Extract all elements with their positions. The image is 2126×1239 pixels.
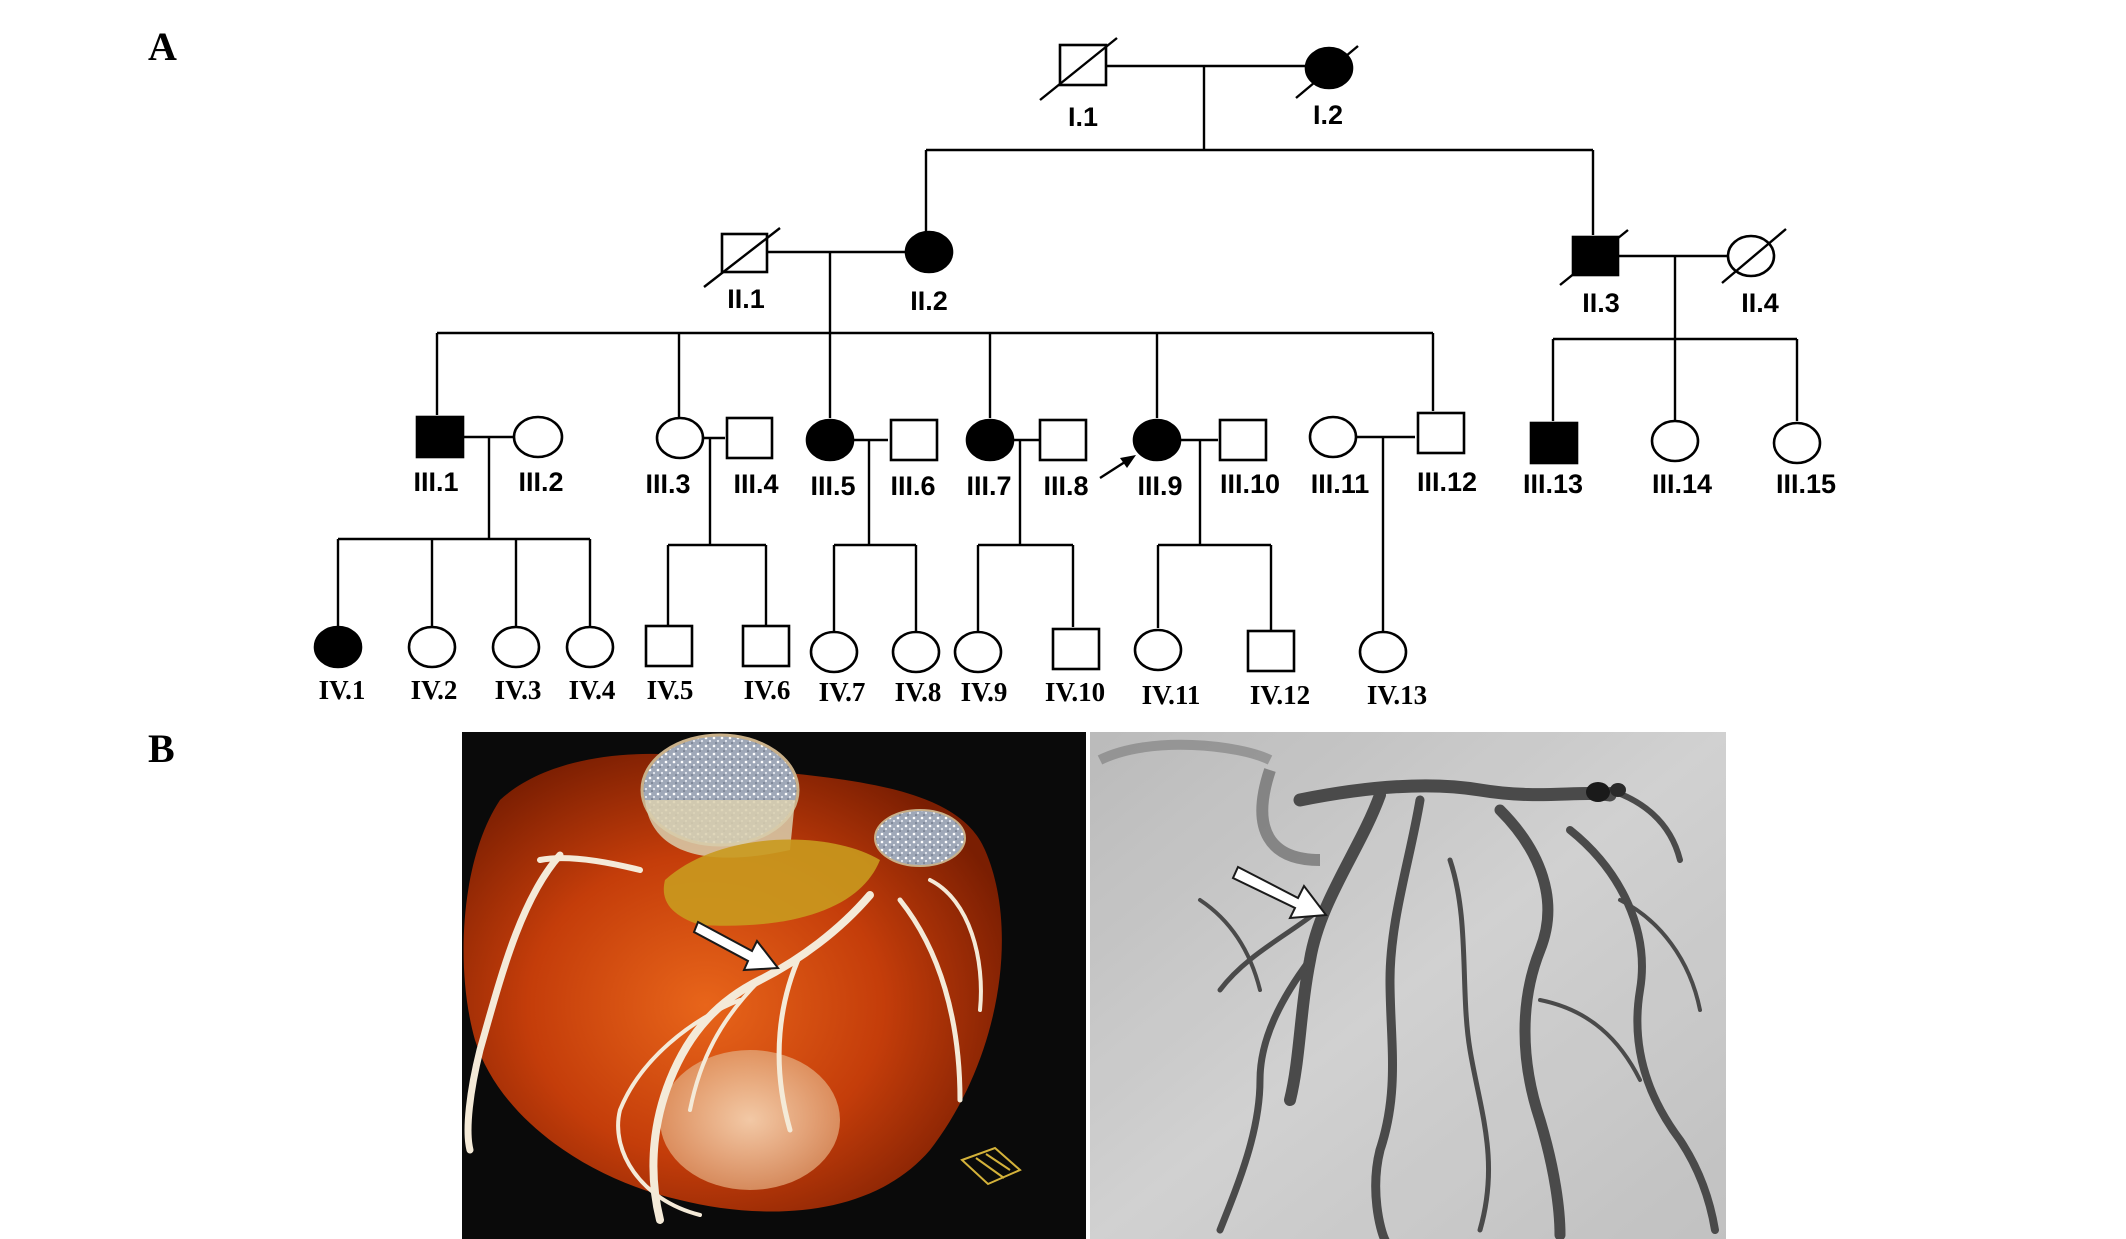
label-III.9: III.9 (1137, 471, 1182, 501)
label-IV.1: IV.1 (319, 675, 366, 705)
symbol-II.2 (904, 230, 954, 274)
symbol-IV.10 (1051, 627, 1101, 671)
label-I.1: I.1 (1068, 102, 1098, 132)
label-IV.7: IV.7 (819, 677, 866, 707)
symbol-IV.4 (565, 625, 615, 669)
label-IV.4: IV.4 (569, 675, 616, 705)
symbol-IV.13 (1358, 630, 1408, 674)
label-IV.3: IV.3 (495, 675, 542, 705)
label-III.8: III.8 (1043, 471, 1088, 501)
label-II.2: II.2 (910, 286, 948, 316)
pedigree-lines (336, 64, 1799, 632)
symbol-III.14 (1650, 419, 1700, 463)
label-III.12: III.12 (1417, 467, 1477, 497)
label-I.2: I.2 (1313, 100, 1343, 130)
label-III.11: III.11 (1311, 469, 1370, 499)
symbol-III.5 (805, 418, 855, 462)
orientation-cube-icon (960, 1146, 1022, 1186)
label-IV.11: IV.11 (1142, 680, 1201, 710)
label-III.2: III.2 (518, 467, 563, 497)
symbol-IV.1 (313, 625, 363, 669)
pedigree-symbols (313, 37, 1822, 674)
label-III.15: III.15 (1776, 469, 1836, 499)
label-III.6: III.6 (890, 471, 935, 501)
label-III.5: III.5 (810, 471, 855, 501)
symbol-III.12 (1416, 411, 1466, 455)
ct-arrow-icon (692, 920, 780, 972)
panel-label-a: A (148, 24, 177, 69)
symbol-II.1 (720, 232, 769, 274)
symbol-III.13 (1529, 421, 1579, 465)
label-II.1: II.1 (727, 284, 765, 314)
symbol-IV.7 (809, 630, 859, 674)
symbol-III.1 (415, 415, 465, 459)
symbol-III.2 (512, 415, 564, 459)
symbol-IV.9 (953, 630, 1003, 674)
ct-render-image (462, 732, 1086, 1239)
label-IV.12: IV.12 (1250, 680, 1310, 710)
label-III.1: III.1 (413, 467, 458, 497)
symbol-IV.8 (891, 630, 941, 674)
label-IV.2: IV.2 (411, 675, 458, 705)
label-III.13: III.13 (1523, 469, 1583, 499)
symbol-III.4 (725, 416, 774, 460)
symbol-III.11 (1308, 415, 1358, 459)
symbol-IV.11 (1133, 628, 1183, 672)
symbol-III.10 (1218, 418, 1268, 462)
label-IV.6: IV.6 (744, 675, 791, 705)
label-IV.10: IV.10 (1045, 677, 1105, 707)
label-IV.9: IV.9 (961, 677, 1008, 707)
label-III.10: III.10 (1220, 469, 1280, 499)
label-II.4: II.4 (1741, 288, 1779, 318)
symbol-III.7 (965, 418, 1015, 462)
symbol-III.9 (1132, 418, 1182, 462)
pedigree-labels: I.1 I.2 II.1 II.2 II.3 II.4 III.1 III.2 … (319, 100, 1836, 710)
symbol-IV.2 (407, 625, 457, 669)
angio-arrow-icon (1231, 865, 1328, 920)
symbol-IV.12 (1246, 629, 1296, 673)
symbol-II.4 (1726, 234, 1776, 278)
symbol-III.8 (1038, 418, 1088, 462)
label-III.14: III.14 (1652, 469, 1712, 499)
label-III.3: III.3 (645, 469, 690, 499)
label-IV.5: IV.5 (647, 675, 694, 705)
label-II.3: II.3 (1582, 288, 1620, 318)
label-III.7: III.7 (966, 471, 1011, 501)
proband-arrow (1099, 455, 1136, 480)
symbol-IV.5 (644, 624, 694, 668)
symbol-I.2 (1304, 46, 1354, 90)
panel-label-b: B (148, 726, 175, 771)
label-III.4: III.4 (733, 469, 778, 499)
angiogram-image (1090, 732, 1726, 1239)
symbol-IV.3 (491, 625, 541, 669)
symbol-IV.6 (741, 624, 791, 668)
label-IV.13: IV.13 (1367, 680, 1427, 710)
symbol-III.15 (1772, 421, 1822, 465)
symbol-III.6 (889, 418, 939, 462)
label-IV.8: IV.8 (895, 677, 942, 707)
symbol-III.3 (655, 416, 705, 460)
